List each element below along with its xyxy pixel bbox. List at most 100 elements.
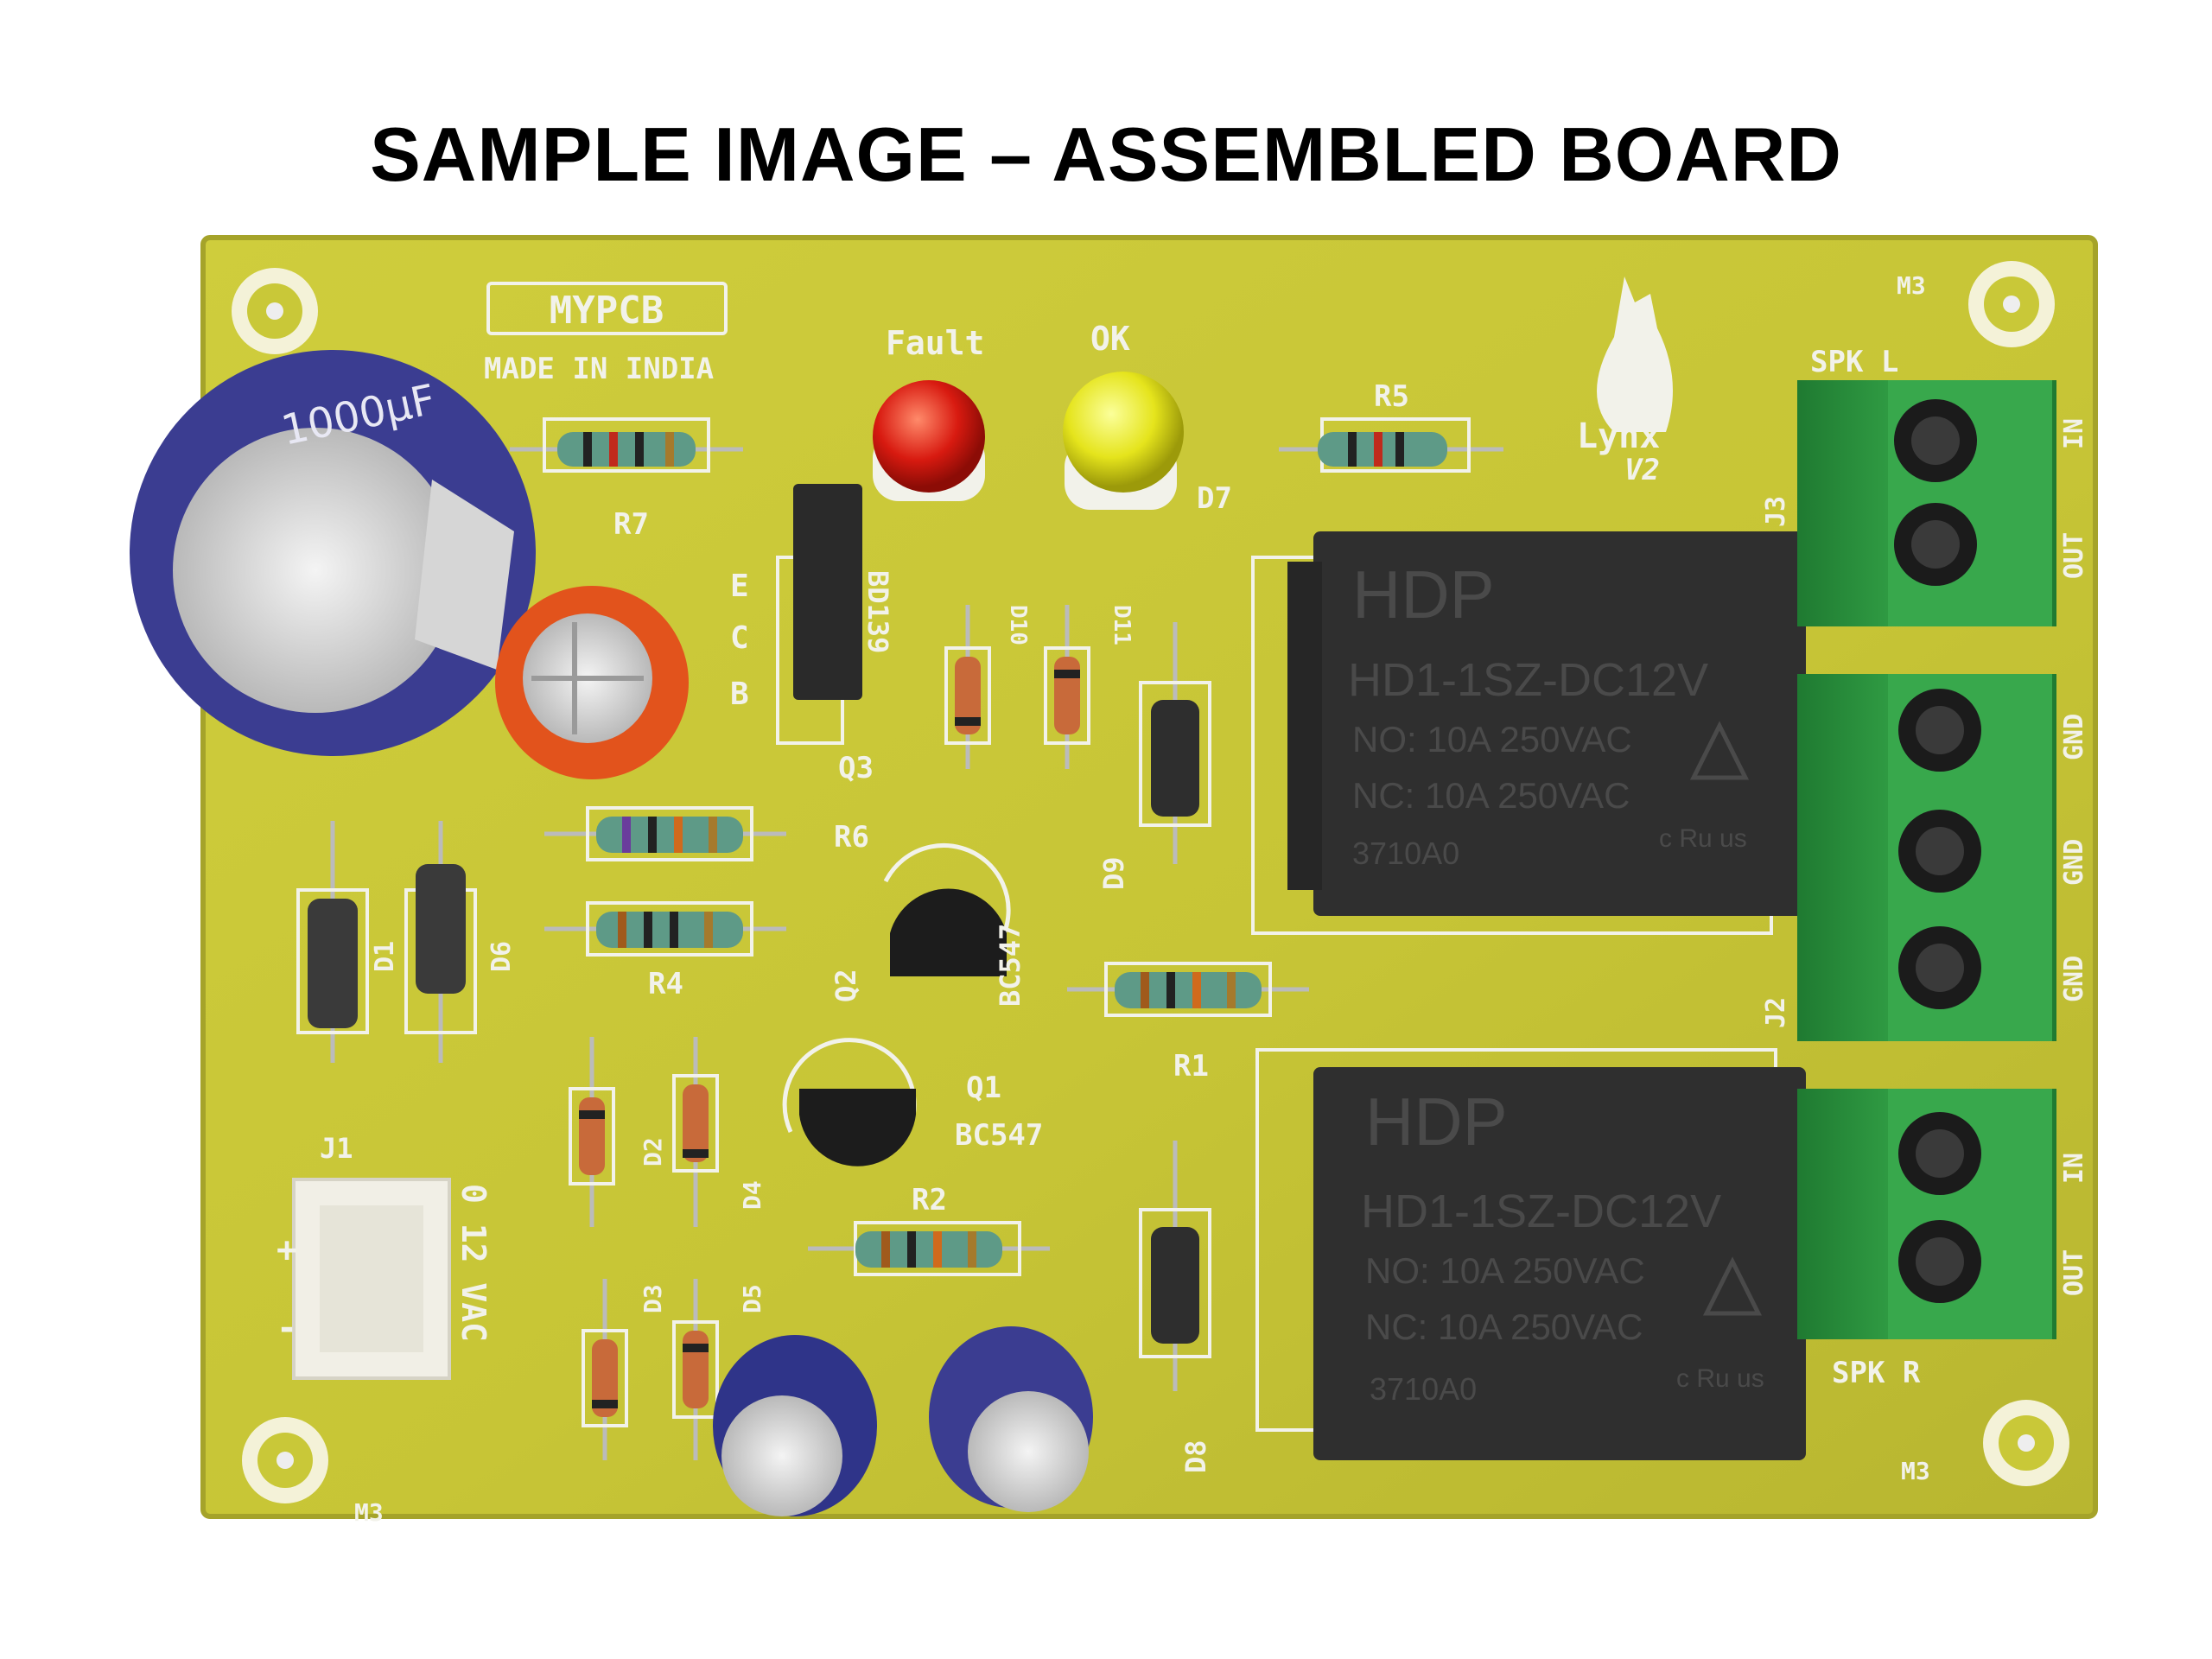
warning-triangle-icon: [1689, 721, 1750, 780]
j1-voltage-label: 0 12 VAC: [454, 1184, 493, 1342]
d8-label: D8: [1179, 1440, 1212, 1473]
diode-d3: [582, 1279, 628, 1460]
d2-label: D2: [639, 1137, 667, 1166]
capacitor-blue-right: [929, 1326, 1093, 1512]
j4-pin-label: OUT: [2059, 1249, 2089, 1296]
diode-d11: [1044, 605, 1090, 769]
r7-label: R7: [613, 507, 649, 542]
j3-title: SPK L: [1810, 345, 1898, 379]
d5-label: D5: [738, 1284, 766, 1313]
relay-1-cert: c Ru us: [1659, 824, 1747, 853]
terminal-block-j3: [1797, 380, 2056, 626]
relay-2-cert: c Ru us: [1676, 1364, 1764, 1393]
made-in-label: MADE IN INDIA: [484, 352, 714, 386]
q3-part-label: BD139: [861, 570, 894, 653]
relay-1: [1251, 531, 1806, 935]
d10-label: D10: [1005, 605, 1031, 645]
d3-label: D3: [639, 1284, 667, 1313]
resistor-r4: [544, 901, 786, 957]
transistor-q1: [782, 1038, 917, 1166]
j2-pin-label: GND: [2059, 956, 2089, 1002]
r5-label: R5: [1374, 379, 1409, 414]
page-title: SAMPLE IMAGE – ASSEMBLED BOARD: [370, 111, 1842, 197]
q2-ref-label: Q2: [830, 969, 862, 1002]
d4-label: D4: [738, 1180, 766, 1210]
mount-hole-bottom-right: [1983, 1400, 2069, 1486]
j1-plus: +: [276, 1230, 297, 1270]
d11-label: D11: [1109, 605, 1135, 645]
j2-pin-label: GND: [2059, 839, 2089, 886]
j3-ref: J3: [1761, 496, 1791, 527]
resistor-r2: [808, 1221, 1050, 1276]
mount-hole-top-left: [232, 268, 318, 354]
q1-ref-label: Q1: [966, 1071, 1001, 1105]
brand-box: [486, 282, 728, 335]
relay-1-code: 3710A0: [1352, 836, 1459, 871]
d6-label: D6: [486, 941, 517, 972]
q3-pin-label: B: [730, 677, 749, 712]
product-version: V2: [1624, 453, 1660, 487]
relay-2: [1255, 1048, 1806, 1460]
relay-1-no: NO: 10A 250VAC: [1352, 719, 1632, 760]
j1-label: J1: [320, 1132, 353, 1165]
lynx-logo-icon: [1597, 276, 1673, 432]
capacitor-blue-left: [713, 1335, 877, 1516]
j2-pin-label: GND: [2059, 714, 2089, 760]
j3-pin-label: IN: [2059, 418, 2089, 449]
terminal-block-j4: [1797, 1089, 2056, 1339]
diode-d9: [1139, 622, 1211, 864]
m3-label: M3: [1897, 271, 1926, 300]
m3-label: M3: [354, 1498, 384, 1527]
diode-d4: [672, 1037, 719, 1227]
diode-d1: [296, 821, 369, 1063]
diode-d10: [944, 605, 991, 769]
diode-d5: [672, 1279, 719, 1460]
transistor-q2: [883, 843, 1011, 976]
relay-1-nc: NC: 10A 250VAC: [1352, 775, 1630, 816]
d9-label: D9: [1097, 856, 1130, 890]
mount-hole-top-right: [1968, 261, 2055, 347]
ok-led: [1063, 372, 1184, 510]
m3-label: M3: [1901, 1457, 1930, 1485]
capacitor-orange: [495, 586, 689, 779]
brand-logo: MYPCB: [550, 289, 664, 333]
fault-led-label: Fault: [886, 324, 984, 362]
diode-d6: [404, 821, 477, 1063]
power-connector-j1: [292, 1178, 451, 1380]
terminal-block-j2: [1797, 674, 2056, 1041]
warning-triangle-icon: [1702, 1256, 1763, 1316]
relay-2-model: HD1-1SZ-DC12V: [1361, 1185, 1721, 1237]
j2-ref: J2: [1761, 997, 1791, 1028]
capacitor-1000uf: 1000µF: [130, 350, 536, 756]
resistor-r6: [544, 806, 786, 861]
r2-label: R2: [912, 1183, 947, 1217]
d1-label: D1: [370, 941, 400, 972]
resistor-r1: [1067, 962, 1309, 1017]
d7-label: D7: [1197, 481, 1232, 516]
relay-1-model: HD1-1SZ-DC12V: [1348, 654, 1708, 706]
relay-2-brand: HDP: [1365, 1084, 1508, 1160]
relay-2-no: NO: 10A 250VAC: [1365, 1250, 1645, 1291]
relay-2-nc: NC: 10A 250VAC: [1365, 1306, 1643, 1347]
q2-part-label: BC547: [994, 924, 1027, 1007]
resistor-r5: [1279, 417, 1503, 473]
q1-part-label: BC547: [955, 1118, 1043, 1153]
mount-hole-bottom-left: [242, 1417, 328, 1503]
q3-ref-label: Q3: [838, 751, 874, 785]
diode-d8: [1139, 1141, 1211, 1391]
r1-label: R1: [1173, 1049, 1209, 1084]
resistor-r7: [510, 417, 743, 473]
relay-1-brand: HDP: [1352, 556, 1495, 632]
r6-label: R6: [834, 820, 869, 855]
fault-led: [873, 380, 985, 501]
ok-led-label: OK: [1090, 320, 1130, 358]
j3-pin-label: OUT: [2059, 532, 2089, 579]
j4-title: SPK R: [1832, 1356, 1921, 1390]
q3-pin-label: E: [730, 569, 749, 604]
relay-2-code: 3710A0: [1370, 1371, 1477, 1407]
transistor-q3: [776, 484, 862, 745]
q3-pin-label: C: [730, 620, 749, 656]
j1-minus: -: [276, 1308, 297, 1348]
r4-label: R4: [648, 967, 683, 1001]
